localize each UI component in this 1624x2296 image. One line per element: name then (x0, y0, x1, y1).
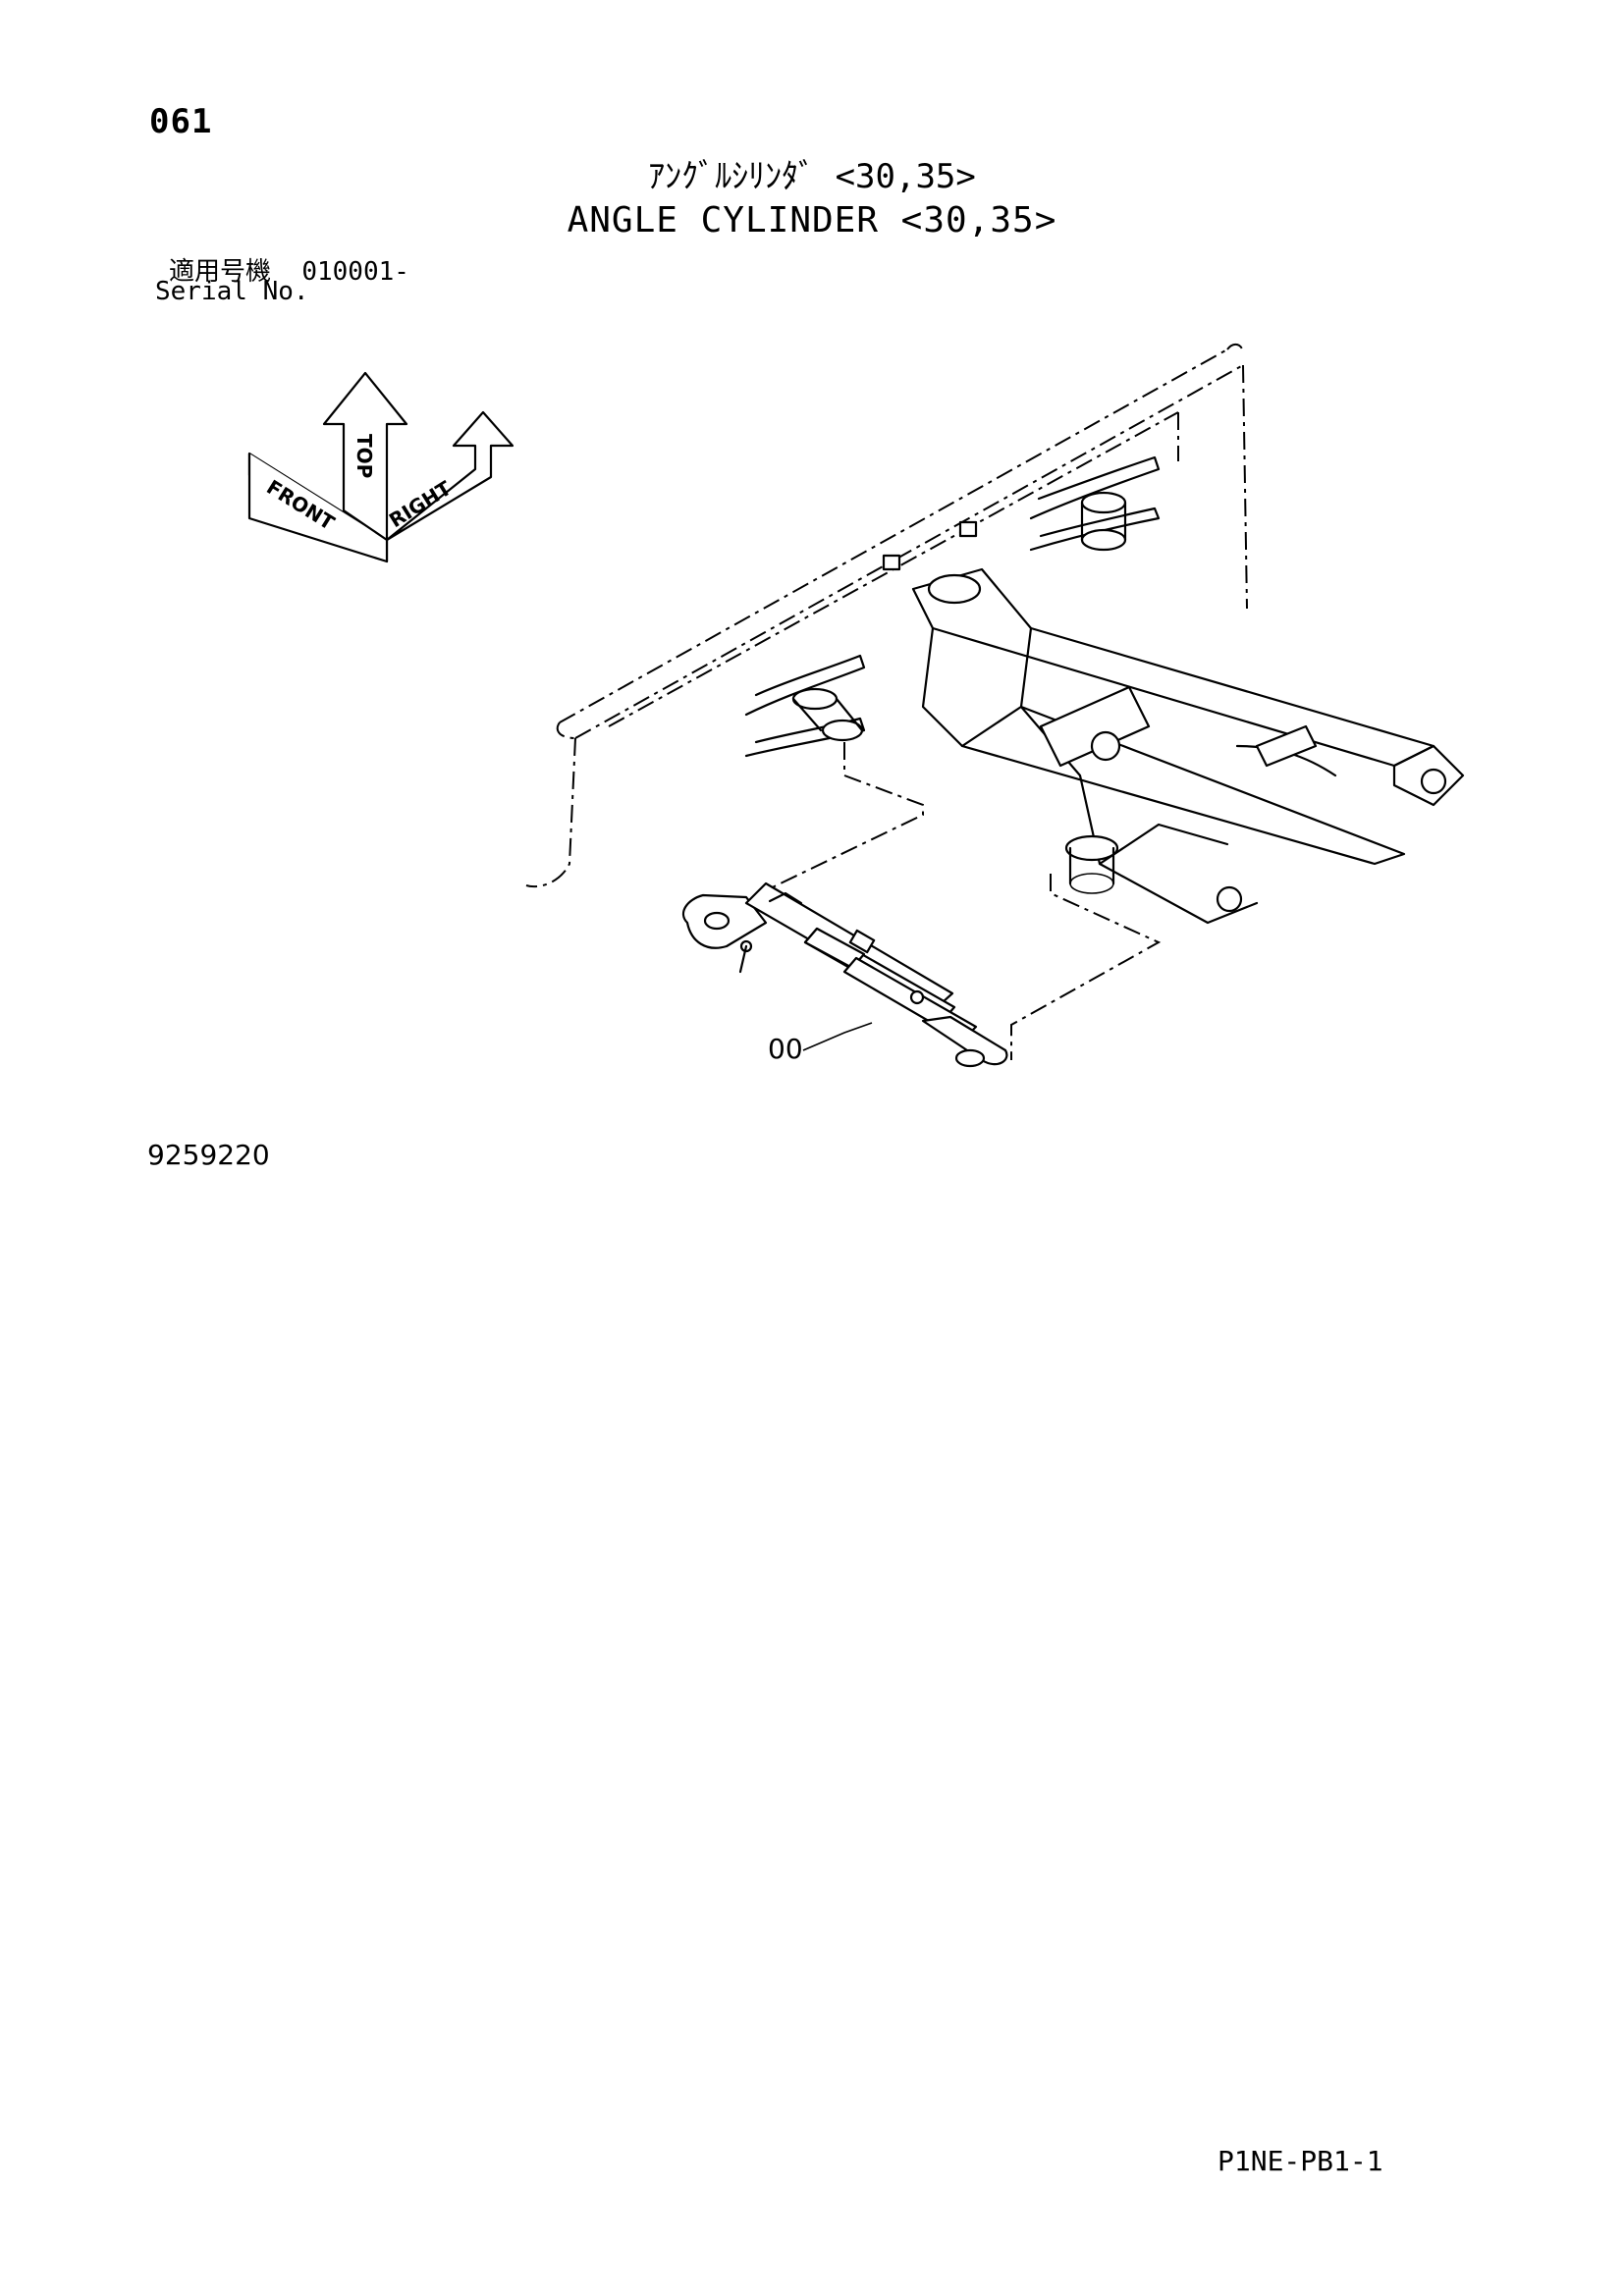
page-number: 061 (149, 102, 213, 141)
dozer-frame (911, 567, 1465, 925)
drawing-number: 9259220 (147, 1139, 270, 1171)
blade-brackets (744, 455, 1161, 758)
part-callout: 00 (768, 1022, 873, 1065)
part-callout-label: 00 (768, 1033, 803, 1065)
orientation-indicator: FRONT TOP RIGHT (247, 371, 514, 563)
page-code: P1NE-PB1-1 (1218, 2145, 1383, 2177)
serial-label-japanese: 適用号機 (169, 257, 272, 287)
assembly-guide-lines (755, 742, 1162, 1060)
serial-applicable-row: 適用号機 010001- (169, 251, 409, 288)
serial-value: 010001- (301, 257, 409, 287)
angle-cylinder (681, 881, 1008, 1068)
title-japanese: ｱﾝｸﾞﾙｼﾘﾝﾀﾞ <30,35> (648, 157, 976, 196)
dozer-blade-outline (525, 344, 1248, 888)
orientation-top-label: TOP (352, 434, 376, 478)
title-english: ANGLE CYLINDER <30,35> (567, 200, 1057, 240)
serial-label-english: Serial No. (155, 277, 309, 306)
